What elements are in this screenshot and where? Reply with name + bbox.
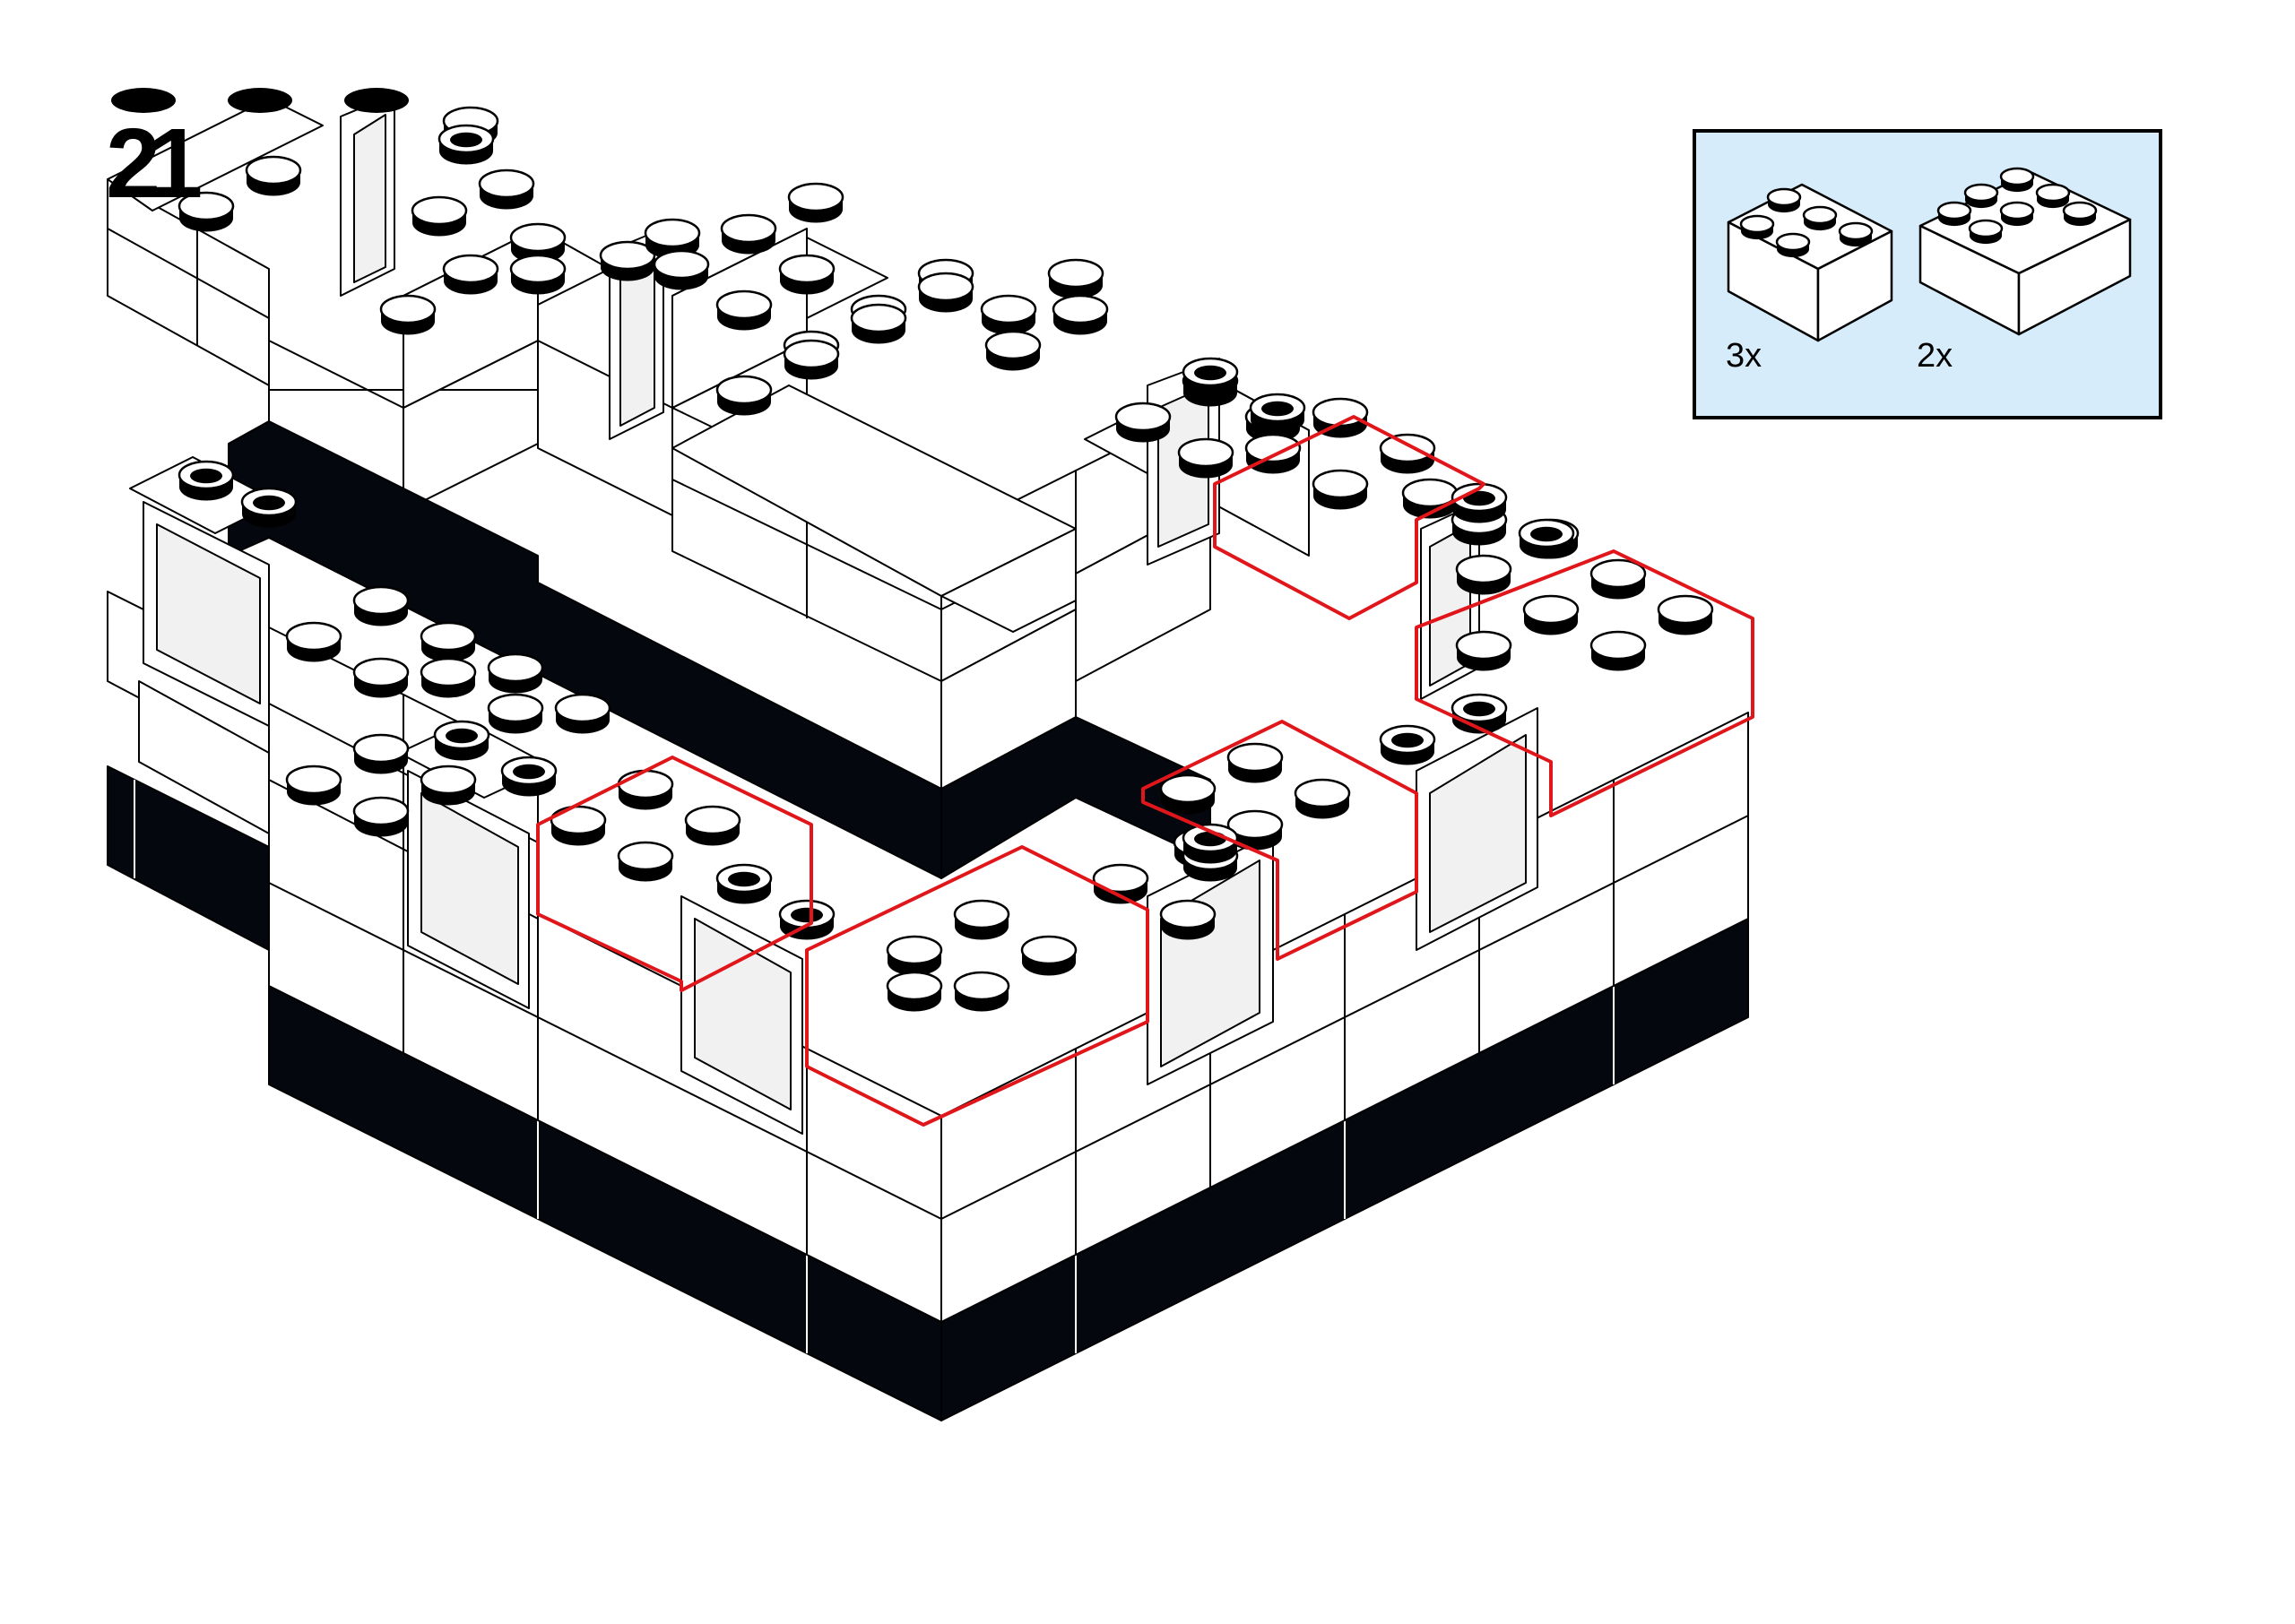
- stud: [1092, 863, 1149, 904]
- stud: [720, 213, 777, 255]
- stud: [783, 339, 840, 380]
- stud: [1455, 554, 1512, 595]
- stud: [433, 720, 490, 761]
- stud: [1020, 935, 1078, 976]
- windows: [129, 93, 1538, 1135]
- stud: [1589, 558, 1647, 600]
- stud: [684, 805, 741, 846]
- stud: [1522, 594, 1580, 635]
- highlighted-brick: [1415, 549, 1754, 817]
- stud: [1114, 402, 1172, 443]
- stud: [478, 168, 535, 210]
- stud: [1657, 594, 1714, 635]
- stud: [1249, 393, 1306, 434]
- stud: [352, 657, 410, 698]
- stud: [886, 971, 943, 1012]
- stud: [980, 294, 1037, 335]
- window-frame: [1416, 707, 1538, 951]
- stud: [1177, 437, 1234, 479]
- highlighted-brick: [1213, 415, 1485, 620]
- stud: [487, 652, 544, 694]
- highlighted-brick: [1141, 720, 1418, 961]
- stud: [1312, 469, 1369, 510]
- stud: [509, 254, 567, 295]
- stud: [500, 756, 558, 797]
- parts-list-box: [1693, 129, 2162, 419]
- stud: [285, 764, 342, 806]
- part-quantity: 3x: [1726, 337, 1762, 375]
- stud: [352, 733, 410, 774]
- stud: [178, 460, 235, 501]
- stud: [352, 796, 410, 837]
- stud: [617, 769, 674, 810]
- stud: [420, 657, 477, 698]
- stud: [787, 182, 844, 223]
- stud: [379, 294, 437, 335]
- stud: [917, 272, 974, 313]
- partial-studs: [111, 88, 409, 113]
- stud: [715, 375, 773, 416]
- stud: [715, 289, 773, 331]
- stud: [1159, 773, 1217, 815]
- stud: [1518, 518, 1575, 559]
- highlighted-brick: [536, 756, 813, 992]
- stud: [437, 124, 495, 165]
- stud: [550, 805, 607, 846]
- stud: [1451, 482, 1508, 523]
- stud: [1294, 778, 1351, 819]
- window-frame: [680, 895, 803, 1135]
- stud: [285, 621, 342, 662]
- new-bricks-highlight: [536, 415, 1754, 1127]
- stud: [1451, 693, 1508, 734]
- stud: [554, 693, 611, 734]
- window-frame: [398, 721, 552, 1009]
- studs: [178, 106, 1714, 1012]
- stud: [1455, 630, 1512, 671]
- stud: [1589, 630, 1647, 671]
- stud: [715, 863, 773, 904]
- stud: [245, 155, 302, 196]
- stud: [599, 240, 656, 281]
- stud: [1379, 433, 1436, 474]
- step-number: 21: [106, 108, 203, 219]
- stud: [1182, 357, 1239, 398]
- stud: [617, 841, 674, 882]
- stud: [653, 249, 710, 290]
- stud: [850, 303, 907, 344]
- highlighted-brick: [805, 845, 1149, 1127]
- stud: [953, 971, 1010, 1012]
- stud: [178, 191, 235, 232]
- stud: [1244, 433, 1302, 474]
- stud: [420, 764, 477, 806]
- part-quantity: 2x: [1917, 337, 1953, 375]
- stud: [442, 254, 499, 295]
- stud: [1401, 478, 1459, 519]
- stud: [240, 487, 298, 528]
- stud: [886, 935, 943, 976]
- stud: [1379, 724, 1436, 765]
- stud: [1047, 258, 1104, 299]
- stud: [778, 254, 836, 295]
- stud: [1052, 294, 1109, 335]
- stud: [984, 330, 1042, 371]
- stud: [953, 899, 1010, 940]
- stud: [1182, 823, 1239, 864]
- stud: [487, 693, 544, 734]
- stud: [1226, 742, 1284, 783]
- stud: [420, 621, 477, 662]
- stud: [352, 585, 410, 626]
- stud: [411, 195, 468, 237]
- stud: [1159, 899, 1217, 940]
